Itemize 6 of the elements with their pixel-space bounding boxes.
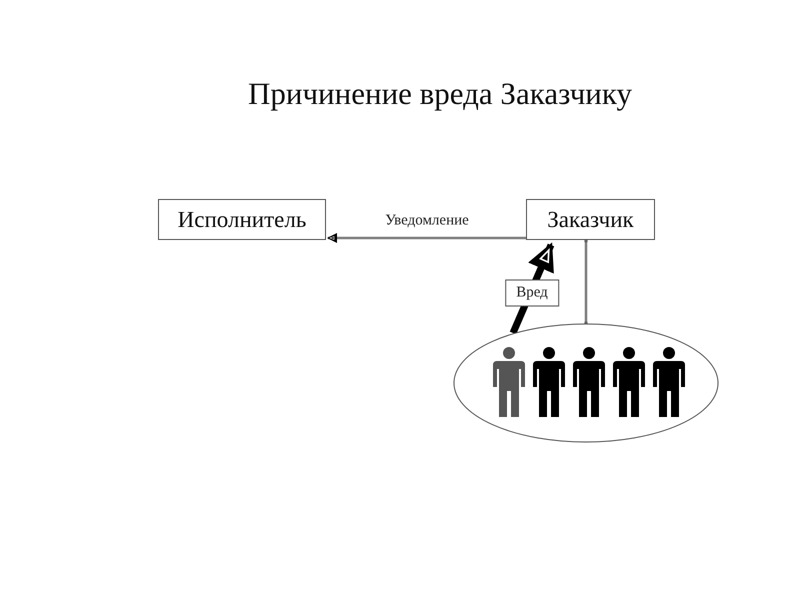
arrow	[326, 232, 526, 244]
title: Причинение вреда Заказчику	[246, 76, 634, 112]
group-ellipse	[453, 323, 719, 443]
process-box: Исполнитель	[158, 199, 326, 240]
process-box: Заказчик	[526, 199, 655, 240]
edge-label: Вред	[505, 280, 559, 306]
